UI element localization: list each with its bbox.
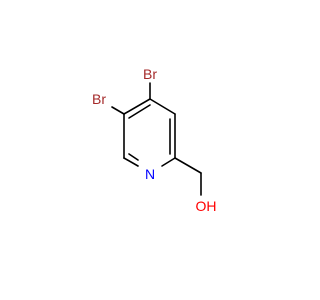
nitrogen-label: N xyxy=(145,166,155,182)
bond-c2-ch2 xyxy=(174,157,202,174)
bond-n1-c6-double xyxy=(128,153,139,161)
bond-c4-c3 xyxy=(149,98,176,115)
bromine-label-top: Br xyxy=(143,66,157,82)
bond-c5-c4 xyxy=(123,98,151,115)
bond-n1-c6 xyxy=(123,157,139,167)
hydroxyl-label: OH xyxy=(196,198,217,214)
bond-c5-c4-double xyxy=(128,104,151,119)
molecule-diagram: Br Br N OH xyxy=(92,66,217,214)
structure-canvas: Br Br N OH xyxy=(92,66,217,214)
bond-c5-br xyxy=(111,106,125,115)
bromine-label-left: Br xyxy=(92,91,106,107)
bond-c2-n1 xyxy=(161,157,176,167)
